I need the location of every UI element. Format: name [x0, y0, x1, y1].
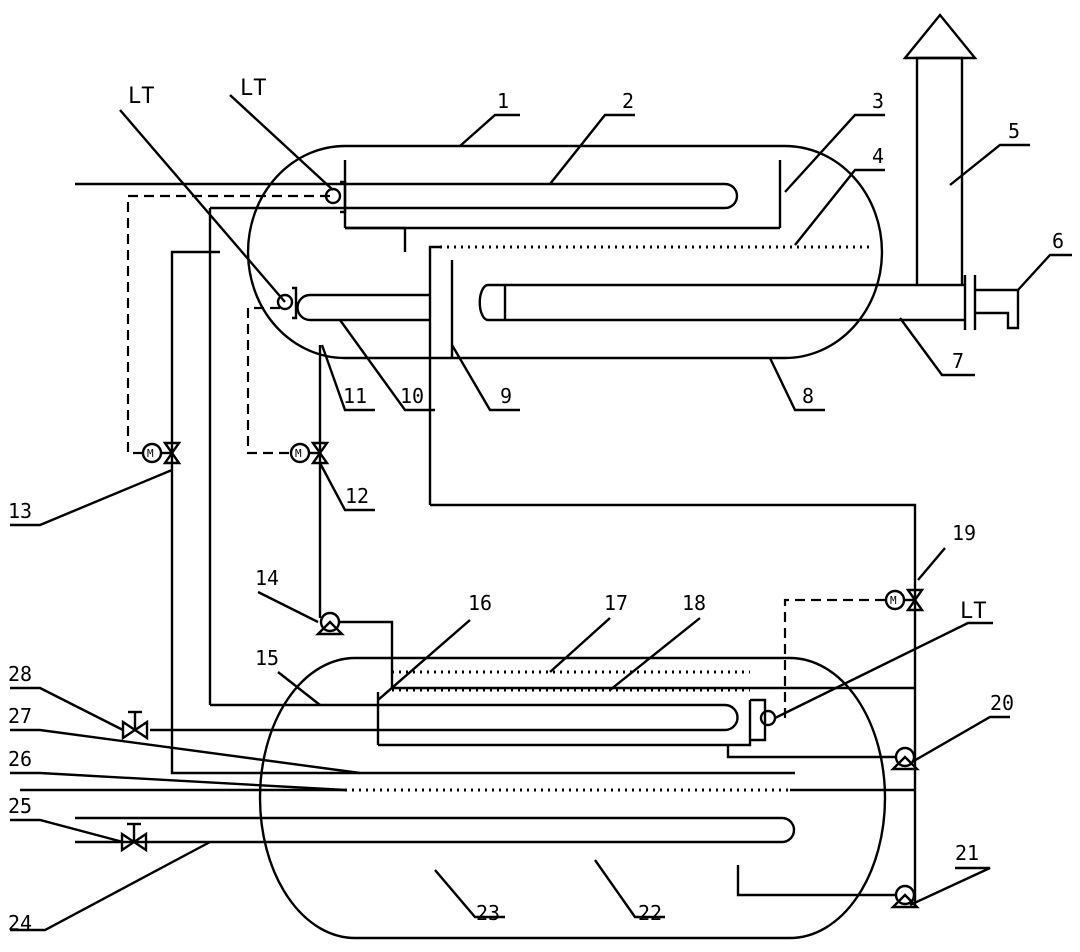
label-10: 10 — [400, 384, 424, 408]
leader-lines — [10, 94, 1072, 932]
lt-label-left: LT — [128, 84, 155, 109]
label-5: 5 — [1008, 119, 1020, 143]
label-17: 17 — [604, 591, 628, 615]
packing-4-frame — [428, 245, 440, 505]
lower-tube-bundle — [150, 692, 777, 747]
heating-tube-10 — [296, 293, 430, 322]
label-19: 19 — [952, 521, 976, 545]
signal-19 — [783, 598, 887, 718]
label-9: 9 — [500, 384, 512, 408]
label-27: 27 — [8, 704, 32, 728]
label-11: 11 — [343, 384, 367, 408]
label-18: 18 — [682, 591, 706, 615]
pump-21[interactable] — [890, 884, 920, 909]
valve-19[interactable] — [884, 588, 925, 612]
stack-5 — [902, 13, 978, 285]
label-14: 14 — [255, 566, 279, 590]
valve-12[interactable] — [289, 441, 330, 465]
label-16: 16 — [468, 591, 492, 615]
label-13: 13 — [8, 499, 32, 523]
label-24: 24 — [8, 911, 32, 935]
label-23: 23 — [476, 901, 500, 925]
pipe-21 — [736, 865, 895, 897]
label-28: 28 — [8, 662, 32, 686]
label-3: 3 — [872, 89, 884, 113]
pipe-20 — [726, 745, 895, 759]
pump-20[interactable] — [890, 746, 920, 771]
label-15: 15 — [255, 646, 279, 670]
labels: 1 2 3 4 5 6 7 8 9 10 11 12 13 14 15 16 1… — [8, 76, 1064, 935]
label-4: 4 — [872, 144, 884, 168]
label-6: 6 — [1052, 229, 1064, 253]
lt-middle — [276, 286, 298, 320]
label-26: 26 — [8, 747, 32, 771]
valve-28[interactable] — [121, 710, 149, 741]
motor-labels: M M M — [147, 447, 897, 607]
pipe-to-19 — [430, 503, 917, 905]
label-12: 12 — [345, 484, 369, 508]
signal-13 — [126, 194, 330, 455]
label-20: 20 — [990, 691, 1014, 715]
motor-19-label: M — [890, 594, 897, 607]
bottom-tube-bundle — [75, 816, 796, 844]
burner-6 — [963, 275, 1020, 330]
label-2: 2 — [622, 89, 634, 113]
motor-13-label: M — [147, 447, 154, 460]
fire-tube-7 — [478, 283, 965, 322]
valve-25[interactable] — [120, 822, 148, 853]
label-25: 25 — [8, 794, 32, 818]
valve-13[interactable] — [141, 441, 182, 465]
motor-12-label: M — [295, 447, 302, 460]
upper-vessel — [246, 144, 884, 360]
pipe-13 — [170, 250, 360, 775]
signal-12 — [246, 306, 292, 455]
label-8: 8 — [802, 384, 814, 408]
label-7: 7 — [952, 349, 964, 373]
label-1: 1 — [497, 89, 509, 113]
label-22: 22 — [638, 901, 662, 925]
lt-label-right: LT — [960, 599, 987, 624]
pipe-3 — [208, 206, 345, 705]
pump-14[interactable] — [315, 611, 915, 690]
lt-label-mid: LT — [240, 76, 267, 101]
lower-vessel — [258, 656, 887, 940]
label-21: 21 — [955, 841, 979, 865]
